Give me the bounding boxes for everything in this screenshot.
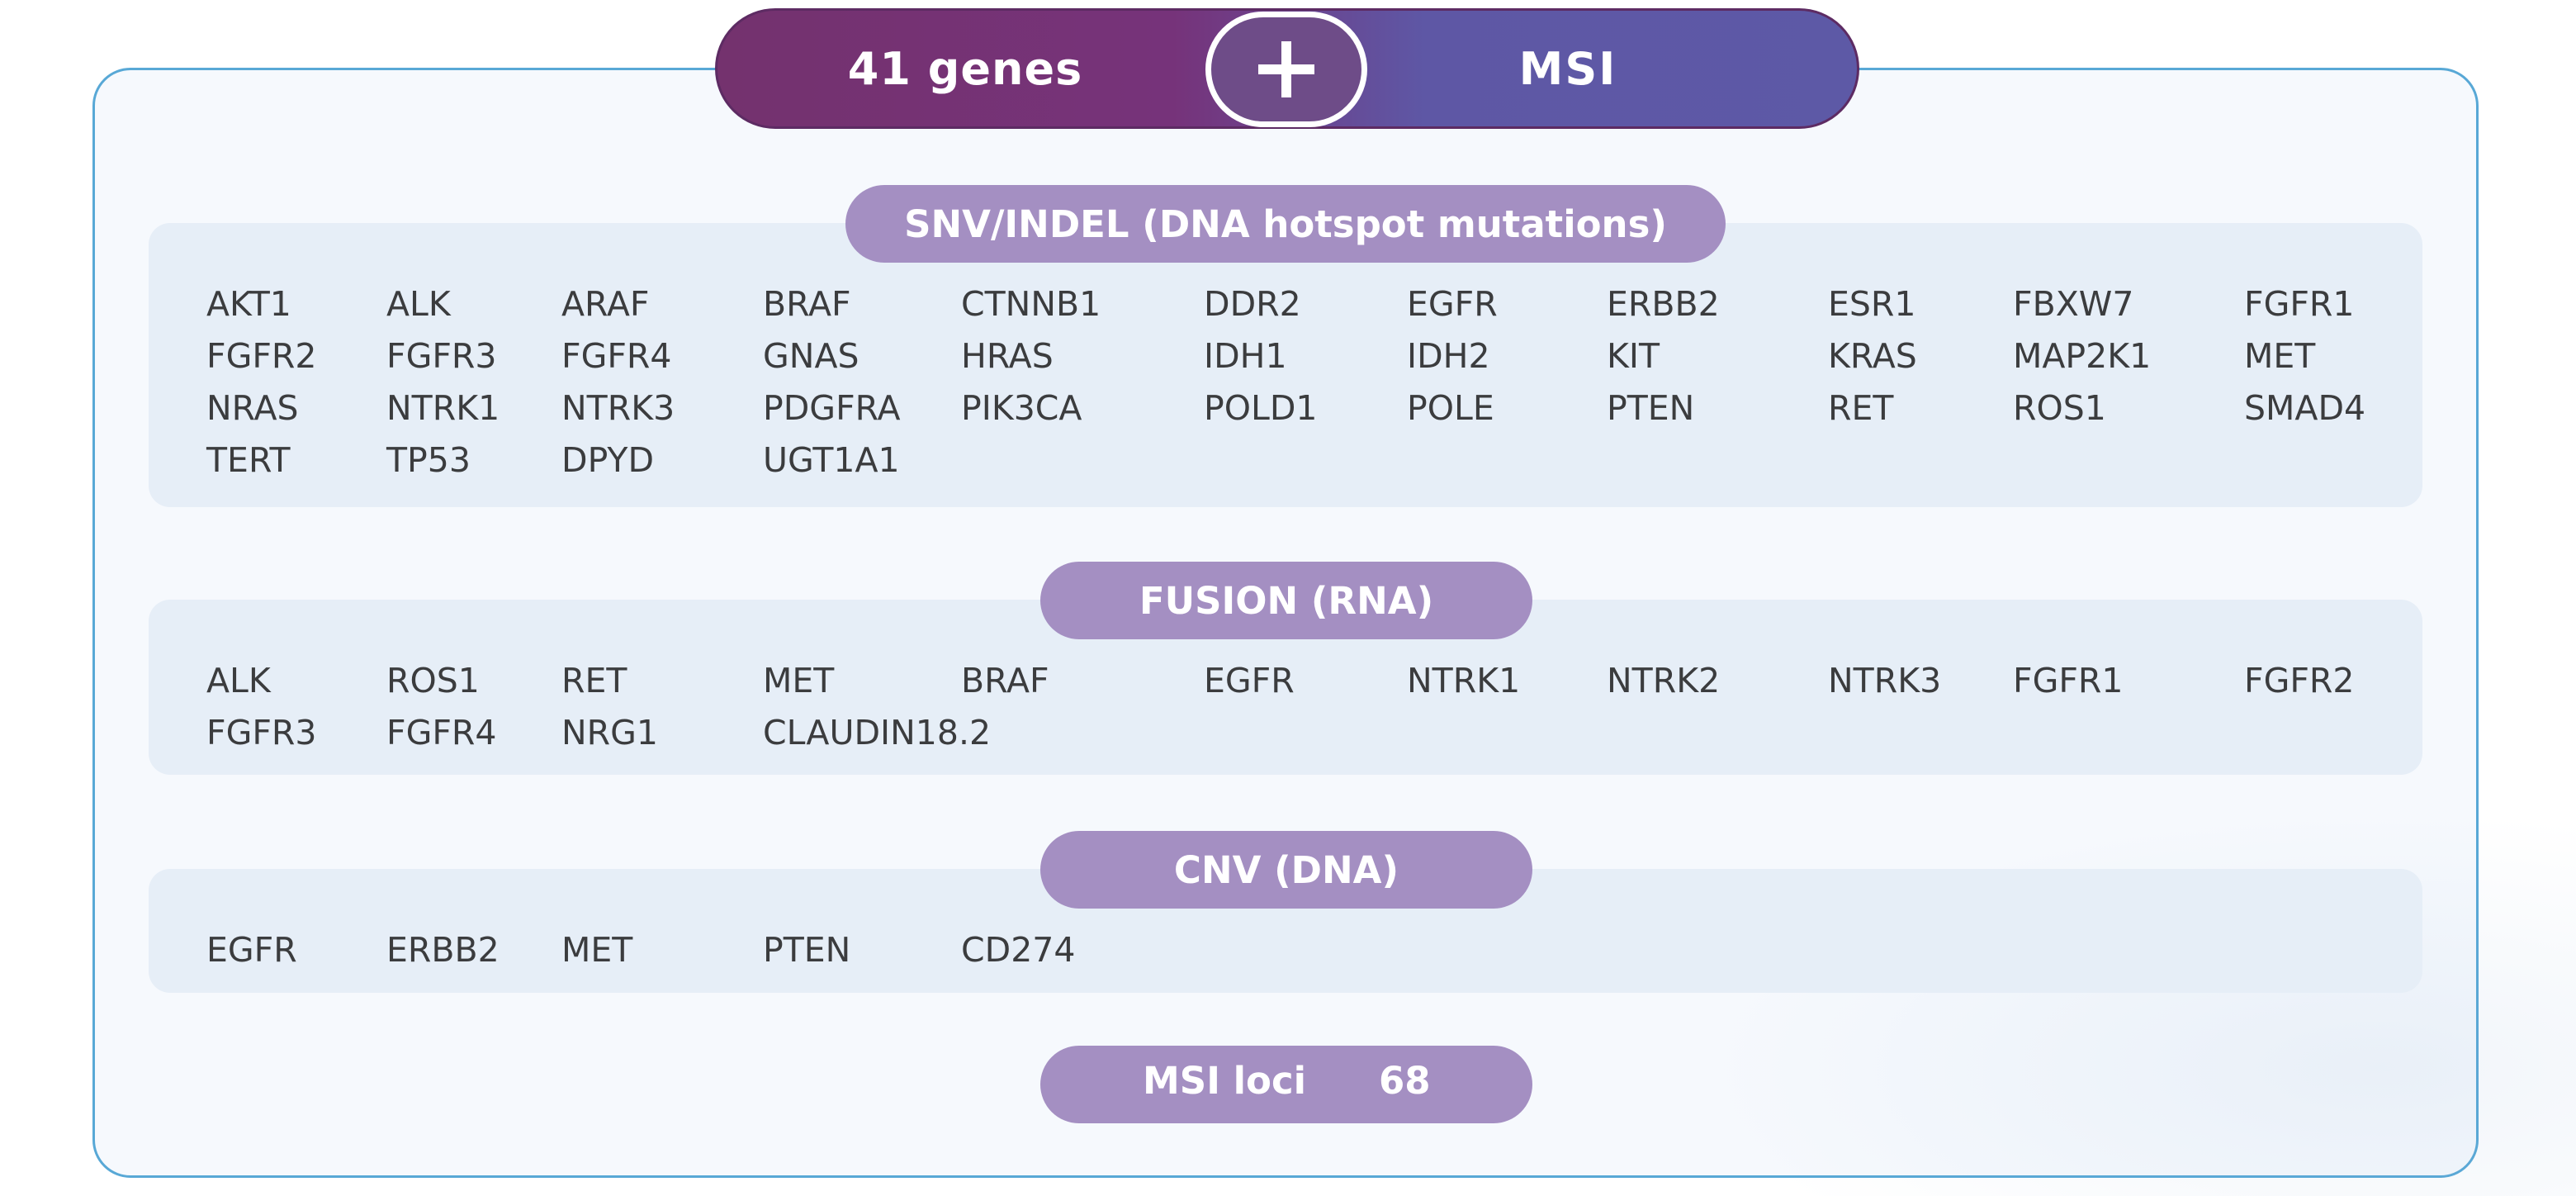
- gene-label: PTEN: [1607, 388, 1695, 428]
- msi-label: MSI: [1518, 42, 1617, 95]
- snv-indel-panel: [149, 223, 2422, 507]
- gene-label: TERT: [206, 440, 291, 480]
- gene-label: BRAF: [961, 661, 1049, 700]
- gene-label: RET: [561, 661, 627, 700]
- gene-label: FGFR1: [2013, 661, 2124, 700]
- gene-label: MAP2K1: [2013, 336, 2152, 376]
- gene-label: ALK: [206, 661, 271, 700]
- msi-loci-pill: [1040, 1046, 1532, 1123]
- plus-icon: [1205, 12, 1367, 127]
- gene-label: EGFR: [206, 930, 297, 970]
- gene-label: MET: [2244, 336, 2316, 376]
- gene-label: PDGFRA: [763, 388, 901, 428]
- gene-label: UGT1A1: [763, 440, 900, 480]
- gene-label: CTNNB1: [961, 284, 1101, 324]
- gene-label: RET: [1828, 388, 1894, 428]
- gene-label: NRG1: [561, 713, 659, 752]
- gene-label: KRAS: [1828, 336, 1917, 376]
- gene-label: EGFR: [1204, 661, 1295, 700]
- gene-label: PIK3CA: [961, 388, 1082, 428]
- gene-label: FGFR1: [2244, 284, 2355, 324]
- gene-label: ESR1: [1828, 284, 1916, 324]
- plus-icon-glyph: [1258, 41, 1314, 97]
- gene-label: DDR2: [1204, 284, 1301, 324]
- gene-label: IDH1: [1204, 336, 1287, 376]
- msi-loci-label: MSI loci: [1143, 1059, 1307, 1103]
- gene-label: CD274: [961, 930, 1076, 970]
- gene-label: AKT1: [206, 284, 291, 324]
- gene-label: BRAF: [763, 284, 851, 324]
- cnv-title: CNV (DNA): [1040, 831, 1532, 909]
- gene-label: FGFR2: [206, 336, 317, 376]
- gene-label: NTRK1: [386, 388, 500, 428]
- gene-label: ERBB2: [386, 930, 500, 970]
- gene-count-label: 41 genes: [847, 42, 1083, 95]
- gene-label: HRAS: [961, 336, 1054, 376]
- gene-label: KIT: [1607, 336, 1660, 376]
- gene-label: EGFR: [1407, 284, 1498, 324]
- gene-label: CLAUDIN18.2: [763, 713, 992, 752]
- gene-label: ARAF: [561, 284, 650, 324]
- gene-label: NTRK3: [1828, 661, 1942, 700]
- fusion-title: FUSION (RNA): [1040, 562, 1532, 639]
- gene-label: FGFR4: [386, 713, 497, 752]
- gene-label: ROS1: [2013, 388, 2106, 428]
- gene-label: IDH2: [1407, 336, 1490, 376]
- gene-label: FBXW7: [2013, 284, 2134, 324]
- gene-label: PTEN: [763, 930, 851, 970]
- msi-loci-count: 68: [1379, 1059, 1431, 1103]
- gene-label: FGFR3: [206, 713, 317, 752]
- gene-label: GNAS: [763, 336, 859, 376]
- gene-label: ROS1: [386, 661, 480, 700]
- gene-label: TP53: [386, 440, 471, 480]
- gene-label: SMAD4: [2244, 388, 2366, 428]
- gene-label: FGFR2: [2244, 661, 2355, 700]
- gene-label: DPYD: [561, 440, 655, 480]
- gene-label: NTRK1: [1407, 661, 1521, 700]
- gene-label: MET: [763, 661, 835, 700]
- gene-label: MET: [561, 930, 633, 970]
- gene-label: POLD1: [1204, 388, 1318, 428]
- snv-indel-title: SNV/INDEL (DNA hotspot mutations): [845, 185, 1726, 263]
- gene-label: FGFR3: [386, 336, 497, 376]
- gene-label: NTRK2: [1607, 661, 1721, 700]
- gene-label: NTRK3: [561, 388, 675, 428]
- gene-label: NRAS: [206, 388, 299, 428]
- gene-label: ALK: [386, 284, 451, 324]
- gene-label: FGFR4: [561, 336, 672, 376]
- gene-label: ERBB2: [1607, 284, 1720, 324]
- gene-label: POLE: [1407, 388, 1494, 428]
